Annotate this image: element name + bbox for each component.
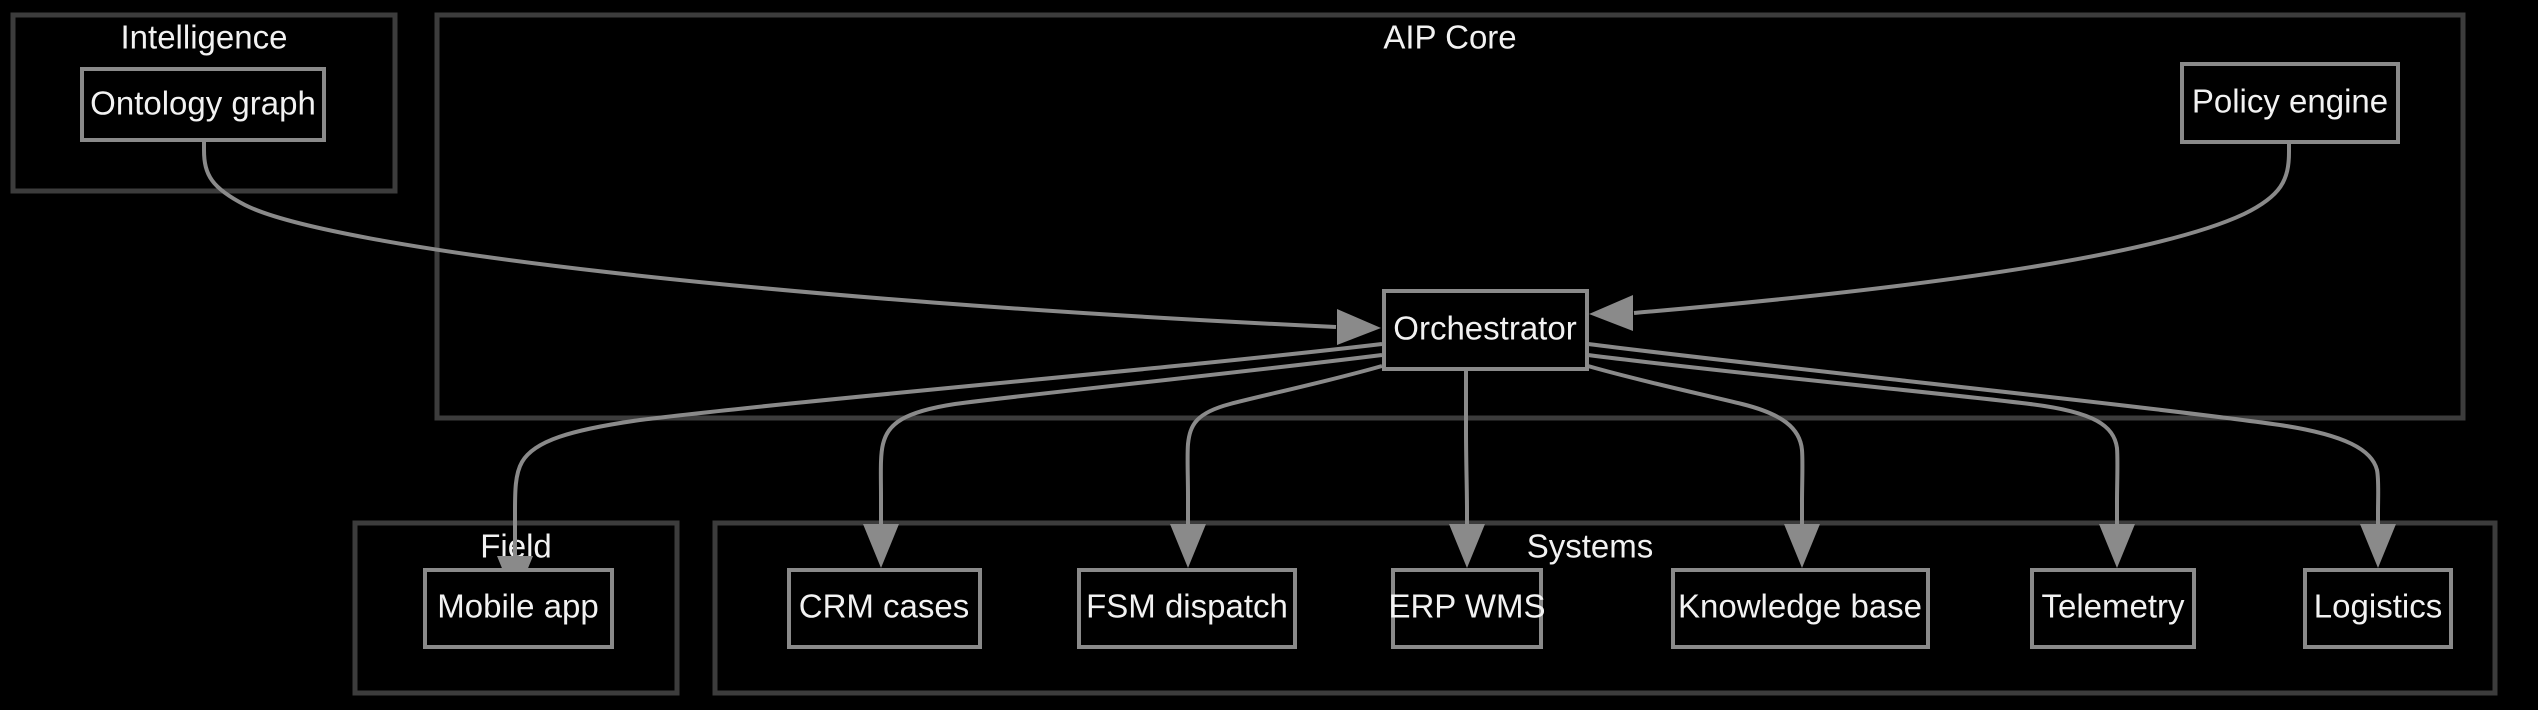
node-logistics[interactable]: Logistics — [2303, 568, 2453, 649]
node-fsm-dispatch-label: FSM dispatch — [1086, 588, 1288, 625]
cluster-aip-core-border — [434, 12, 2466, 421]
arrowhead-fsm-dispatch — [1170, 524, 1206, 568]
node-knowledge-base-label: Knowledge base — [1678, 588, 1922, 625]
node-crm-cases[interactable]: CRM cases — [787, 568, 982, 649]
cluster-systems-label: Systems — [1527, 528, 1654, 565]
node-ontology-graph-label: Ontology graph — [90, 85, 316, 122]
node-fsm-dispatch-box[interactable] — [1077, 568, 1297, 649]
cluster-intelligence: Intelligence — [10, 12, 398, 194]
node-orchestrator[interactable]: Orchestrator — [1382, 289, 1589, 371]
edge-orchestrator-to-logistics — [1587, 342, 2396, 568]
node-mobile-app[interactable]: Mobile app — [423, 568, 614, 649]
arrowhead-orchestrator-left — [1337, 309, 1381, 345]
node-policy-engine-box[interactable] — [2180, 62, 2400, 144]
node-erp-wms-label: ERP WMS — [1388, 588, 1545, 625]
node-ontology-graph[interactable]: Ontology graph — [80, 67, 326, 142]
node-telemetry-box[interactable] — [2030, 568, 2196, 649]
cluster-aip-core-label: AIP Core — [1383, 19, 1516, 56]
node-erp-wms[interactable]: ERP WMS — [1388, 568, 1546, 649]
node-logistics-label: Logistics — [2314, 588, 2442, 625]
edge-orchestrator-to-mobile-app — [497, 342, 1383, 600]
edge-orchestrator-to-telemetry — [1587, 353, 2135, 568]
cluster-intelligence-border — [10, 12, 398, 194]
cluster-systems-border — [712, 520, 2498, 696]
node-policy-engine[interactable]: Policy engine — [2180, 62, 2400, 144]
node-ontology-graph-box[interactable] — [80, 67, 326, 142]
edge-orchestrator-to-erp-wms — [1449, 370, 1485, 568]
arrowhead-erp-wms — [1449, 524, 1485, 568]
node-telemetry[interactable]: Telemetry — [2030, 568, 2196, 649]
arrowhead-telemetry — [2099, 524, 2135, 568]
arrowhead-knowledge-base — [1784, 524, 1820, 568]
node-orchestrator-box[interactable] — [1382, 289, 1589, 371]
node-orchestrator-label: Orchestrator — [1393, 310, 1576, 347]
node-mobile-app-box[interactable] — [423, 568, 614, 649]
node-erp-wms-box[interactable] — [1391, 568, 1543, 649]
cluster-aip-core: AIP Core — [434, 12, 2466, 421]
cluster-systems: Systems — [712, 520, 2498, 696]
node-policy-engine-label: Policy engine — [2192, 83, 2388, 120]
node-telemetry-label: Telemetry — [2041, 588, 2185, 625]
edge-orchestrator-to-crm-cases — [863, 353, 1383, 568]
edge-orchestrator-to-fsm-dispatch — [1170, 364, 1383, 568]
node-logistics-box[interactable] — [2303, 568, 2453, 649]
arrowhead-logistics — [2360, 524, 2396, 568]
node-fsm-dispatch[interactable]: FSM dispatch — [1077, 568, 1297, 649]
arrowhead-crm-cases — [863, 524, 899, 568]
node-knowledge-base-box[interactable] — [1671, 568, 1930, 649]
edge-orchestrator-to-knowledge-base — [1587, 364, 1820, 568]
edge-policy-engine-to-orchestrator — [1589, 143, 2291, 331]
node-mobile-app-label: Mobile app — [437, 588, 598, 625]
edge-ontology-graph-to-orchestrator — [202, 141, 1381, 345]
cluster-intelligence-label: Intelligence — [121, 19, 288, 56]
arrowhead-orchestrator-right — [1589, 295, 1633, 331]
node-knowledge-base[interactable]: Knowledge base — [1671, 568, 1930, 649]
node-crm-cases-label: CRM cases — [799, 588, 970, 625]
node-crm-cases-box[interactable] — [787, 568, 982, 649]
